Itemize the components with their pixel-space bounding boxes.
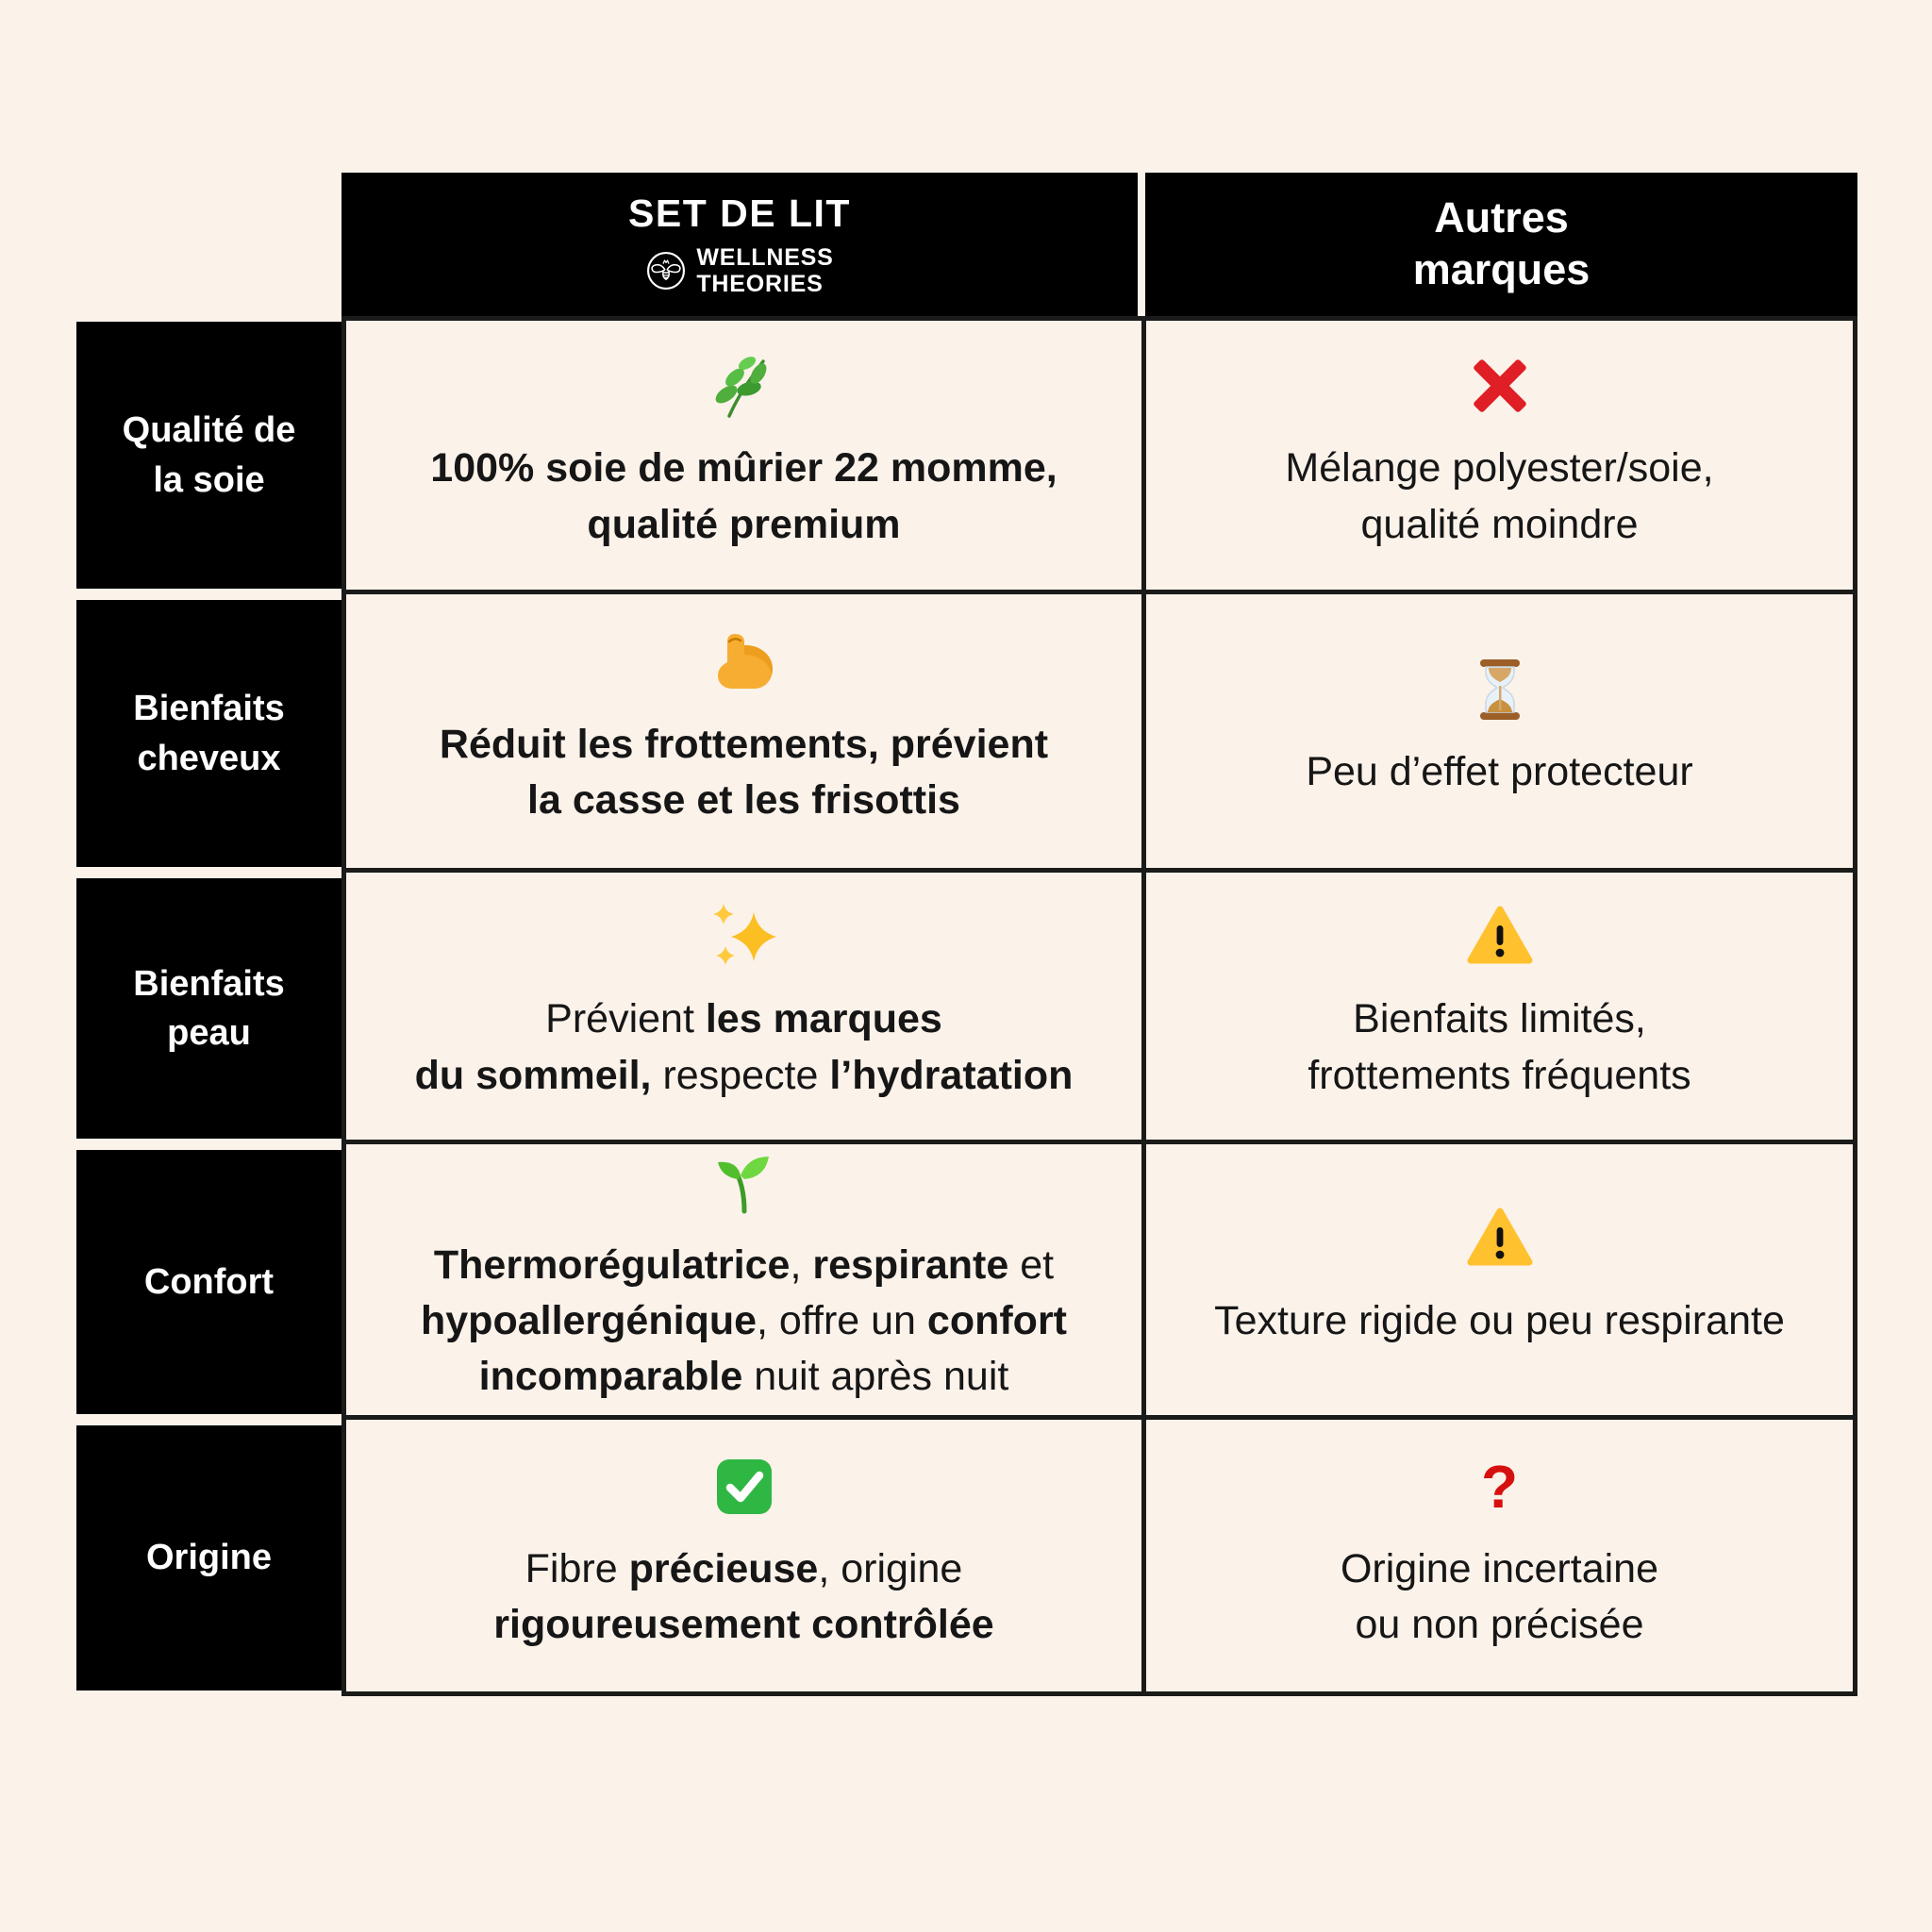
brand-cell: Fibre précieuse, origine rigoureusement … [341,1420,1141,1696]
bee-icon [645,250,687,291]
other-cell: ? Origine incertaine ou non précisée [1141,1420,1857,1696]
row-label: Bienfaits peau [76,878,341,1139]
other-cell-text: Bienfaits limités, frottements fréquents [1307,991,1690,1104]
other-cell: Peu d’effet protecteur [1141,594,1857,873]
row-label: Origine [76,1425,341,1690]
text-segment: , offre un [757,1297,927,1343]
other-cell-text: Peu d’effet protecteur [1306,744,1692,800]
header-brand-column: SET DE LIT WELLNESS THEORIES [341,173,1138,316]
bold-text-segment: hypoallergénique [421,1297,758,1343]
biceps-icon [710,628,778,696]
text-segment: Origine incertaine ou non précisée [1340,1545,1658,1647]
bold-text-segment: les marques du sommeil, [414,996,942,1098]
bold-text-segment: respirante [812,1241,1009,1288]
brand-name-line2: THEORIES [696,271,824,297]
text-segment: respecte [651,1052,830,1098]
text-segment: , origine [818,1545,963,1591]
warning-icon [1466,903,1534,971]
hourglass-icon [1466,656,1534,724]
other-cell: Texture rigide ou peu respirante [1141,1144,1857,1420]
wellness-theories-logo: WELLNESS THEORIES [645,244,833,297]
brand-cell: 100% soie de mûrier 22 momme, qualité pr… [341,316,1141,594]
brand-cell: Réduit les frottements, prévient la cass… [341,594,1141,873]
bold-text-segment: Réduit les frottements, prévient la cass… [439,721,1049,823]
text-segment: nuit après nuit [742,1354,1009,1400]
text-segment: Fibre [525,1545,629,1591]
row-label: Bienfaits cheveux [76,600,341,867]
bold-text-segment: confort incomparable [478,1297,1067,1400]
brand-name: WELLNESS THEORIES [696,244,833,297]
text-segment: , [790,1241,813,1288]
other-cell: Mélange polyester/soie, qualité moindre [1141,316,1857,594]
text-segment: Prévient [545,996,706,1042]
text-segment: Peu d’effet protecteur [1306,749,1693,795]
brand-cell-text: Prévient les marques du sommeil, respect… [415,991,1074,1104]
header-spacer [76,173,341,316]
text-segment: Texture rigide ou peu respirante [1214,1297,1785,1343]
check-mark-icon [710,1453,778,1521]
header-other-column: Autres marques [1145,173,1857,316]
row-label: Confort [76,1150,341,1414]
bold-text-segment: Thermorégulatrice [433,1241,791,1288]
text-segment: Bienfaits limités, frottements fréquents [1307,996,1691,1098]
brand-cell: Thermorégulatrice, respirante et hypoall… [341,1144,1141,1420]
brand-cell-text: Fibre précieuse, origine rigoureusement … [493,1541,993,1654]
bold-text-segment: précieuse [628,1545,819,1591]
other-cell-text: Texture rigide ou peu respirante [1214,1293,1785,1349]
brand-cell-text: 100% soie de mûrier 22 momme, qualité pr… [430,441,1057,553]
bold-text-segment: 100% soie de mûrier 22 momme, qualité pr… [430,445,1058,547]
question-mark-icon: ? [1480,1452,1519,1521]
warning-icon [1466,1205,1534,1273]
other-cell-text: Mélange polyester/soie, qualité moindre [1285,441,1713,553]
sparkles-icon [710,903,778,971]
herb-icon [710,352,778,420]
bold-text-segment: rigoureusement contrôlée [493,1602,994,1647]
other-cell: Bienfaits limités, frottements fréquents [1141,873,1857,1144]
row-label: Qualité de la soie [76,322,341,589]
brand-cell-text: Réduit les frottements, prévient la cass… [440,717,1048,829]
text-segment: Mélange polyester/soie, qualité moindre [1285,445,1714,547]
brand-cell: Prévient les marques du sommeil, respect… [341,873,1141,1144]
cross-mark-icon [1466,352,1534,420]
bold-text-segment: l’hydratation [829,1052,1074,1098]
brand-name-line1: WELLNESS [696,244,834,271]
text-segment: et [1020,1241,1055,1288]
comparison-table: SET DE LIT WELLNESS THEORIES Autres marq… [76,173,1857,1696]
brand-cell-text: Thermorégulatrice, respirante et hypoall… [421,1238,1067,1406]
other-cell-text: Origine incertaine ou non précisée [1341,1541,1658,1654]
brand-column-title: SET DE LIT [628,192,851,235]
seedling-icon [710,1149,778,1217]
